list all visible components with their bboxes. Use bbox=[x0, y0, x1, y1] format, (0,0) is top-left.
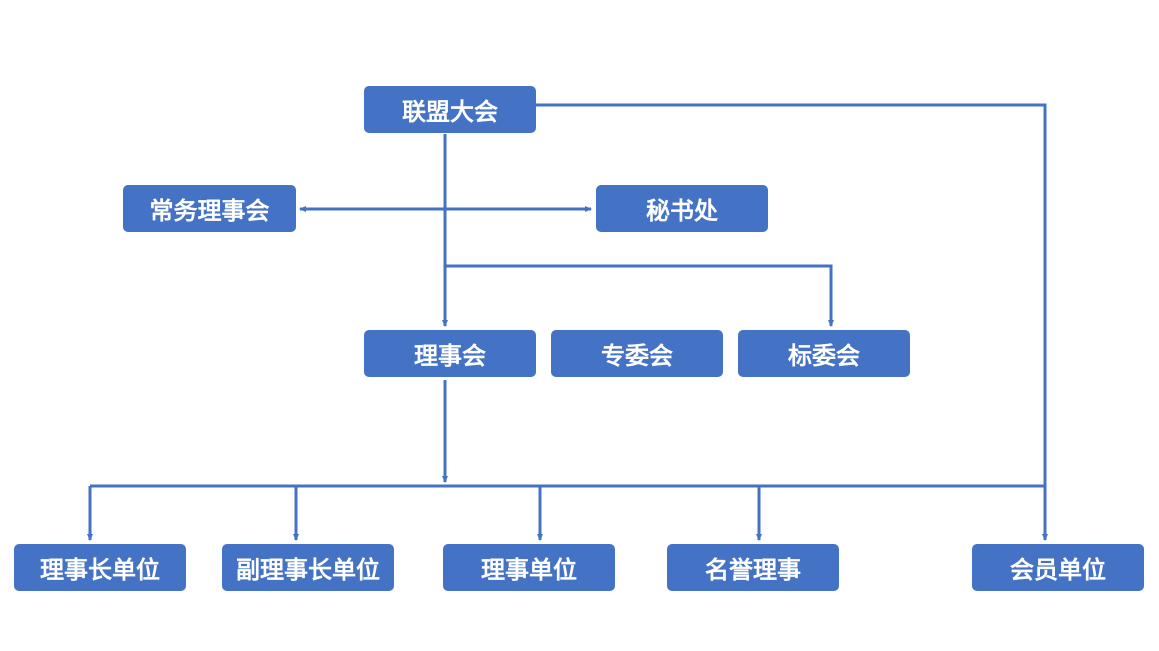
branch-to-member-units bbox=[536, 103, 1048, 541]
node-label: 常务理事会 bbox=[149, 197, 270, 225]
node-standing-council: 常务理事会 bbox=[123, 185, 296, 232]
node-label: 副理事长单位 bbox=[236, 556, 380, 584]
node-label: 理事单位 bbox=[481, 556, 577, 584]
node-alliance-assembly: 联盟大会 bbox=[364, 86, 536, 133]
node-label: 专委会 bbox=[601, 342, 673, 370]
node-label: 联盟大会 bbox=[402, 98, 498, 126]
node-director-units: 理事单位 bbox=[443, 544, 615, 591]
node-label: 理事长单位 bbox=[40, 556, 160, 584]
node-label: 标委会 bbox=[788, 342, 860, 370]
node-council: 理事会 bbox=[364, 330, 536, 377]
node-label: 名誉理事 bbox=[705, 556, 801, 584]
node-vice-chairman-units: 副理事长单位 bbox=[222, 544, 394, 591]
node-chairman-units: 理事长单位 bbox=[14, 544, 186, 591]
node-standards-committee: 标委会 bbox=[738, 330, 910, 377]
node-secretariat: 秘书处 bbox=[596, 185, 768, 232]
node-label: 秘书处 bbox=[646, 197, 718, 225]
node-member-units: 会员单位 bbox=[972, 544, 1144, 591]
node-label: 理事会 bbox=[414, 342, 486, 370]
node-label: 会员单位 bbox=[1010, 556, 1106, 584]
branch-to-standards-committee bbox=[445, 264, 834, 327]
node-honorary-directors: 名誉理事 bbox=[667, 544, 839, 591]
node-special-committee: 专委会 bbox=[551, 330, 723, 377]
